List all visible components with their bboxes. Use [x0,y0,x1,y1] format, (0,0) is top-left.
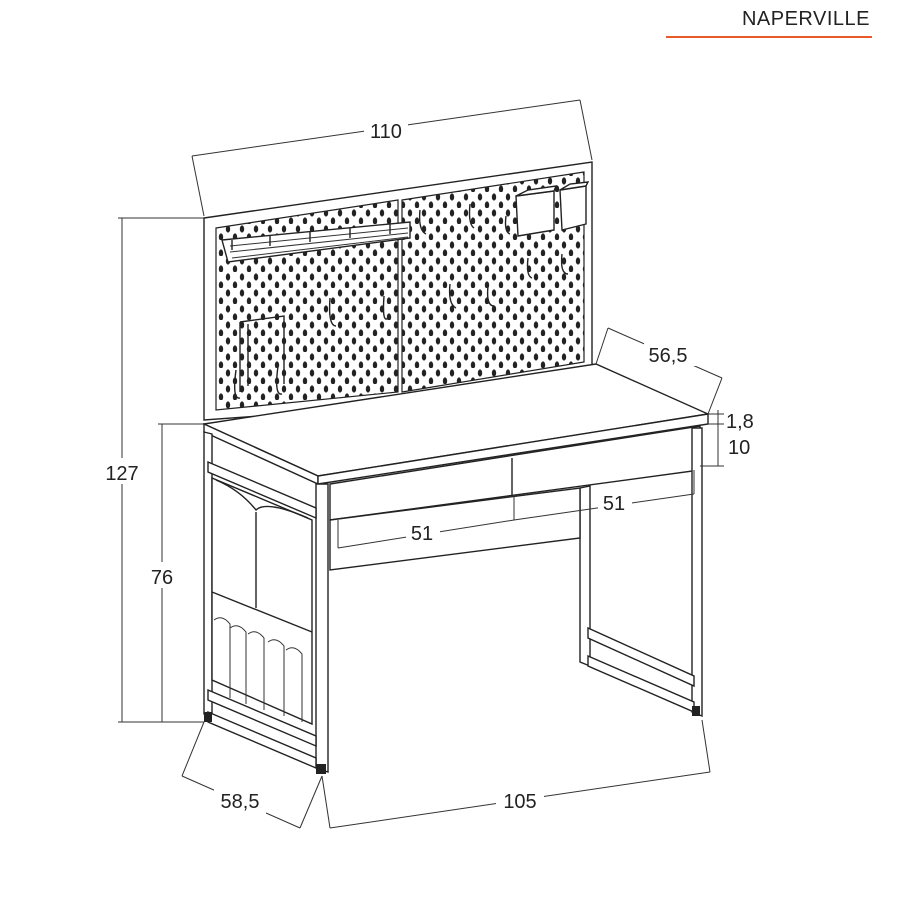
dim-base-depth: 58,5 [221,791,260,813]
dim-drawer-left: 51 [411,523,433,545]
dimension-labels: 110 127 76 56,5 1,8 10 51 51 58,5 105 [100,116,754,814]
wire-shelf [221,221,411,263]
dim-total-width: 110 [370,121,402,143]
brand-underline [666,36,872,38]
dim-desk-height: 76 [151,567,173,589]
dim-depth-top: 56,5 [649,345,688,367]
dim-apron-height: 10 [728,437,750,459]
storage-boxes [515,181,590,237]
dim-total-height: 127 [105,463,138,485]
dim-top-thickness: 1,8 [726,411,754,433]
side-organizer [211,476,313,726]
dim-drawer-right: 51 [603,493,625,515]
dim-base-width: 105 [503,791,536,813]
pegboard-hooks [233,203,569,399]
brand-name: NAPERVILLE [741,8,870,30]
right-frame [579,427,703,718]
left-frame [203,431,329,774]
